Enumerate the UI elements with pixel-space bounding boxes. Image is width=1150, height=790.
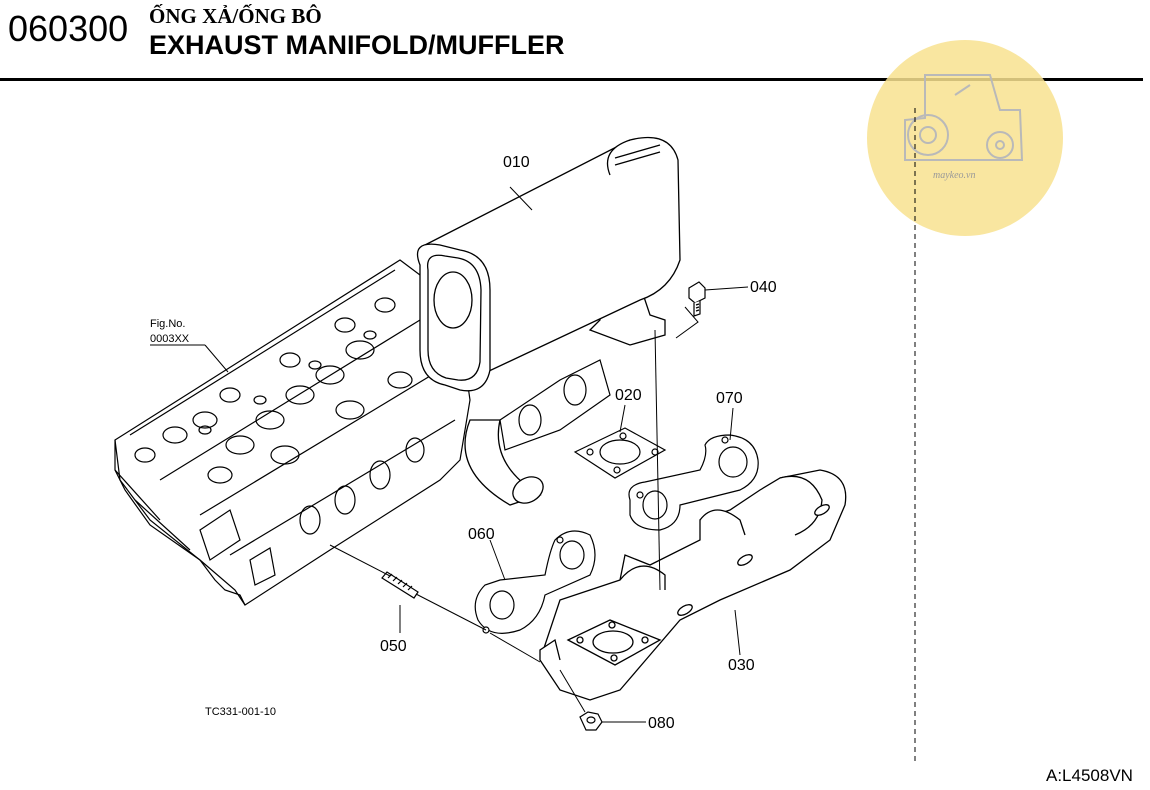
manifold-030-drawing (539, 469, 847, 701)
callout-070: 070 (716, 390, 743, 407)
stud-050-drawing (381, 571, 419, 599)
bolt-040-drawing (688, 281, 706, 317)
title-vietnamese: ỐNG XẢ/ỐNG BÔ (149, 4, 322, 28)
gasket-020-drawing (573, 427, 667, 479)
watermark-logo: maykeo.vn (867, 40, 1063, 236)
callout-040: 040 (750, 279, 777, 296)
callout-060: 060 (468, 526, 495, 543)
callout-010: 010 (503, 154, 530, 171)
gasket-060-drawing (474, 530, 596, 634)
callout-020: 020 (615, 387, 642, 404)
header-rule (0, 78, 1143, 81)
drawing-code: TC331-001-10 (205, 706, 276, 718)
leader-lines (150, 186, 749, 723)
title-english: EXHAUST MANIFOLD/MUFFLER (149, 30, 565, 60)
watermark-text: maykeo.vn (933, 170, 975, 181)
fig-no-value: 0003XX (150, 333, 190, 345)
nut-080-drawing (579, 711, 603, 731)
muffler-drawing (416, 136, 681, 506)
callout-080: 080 (648, 715, 675, 732)
section-code: 060300 (8, 8, 129, 49)
gasket-070-drawing (628, 434, 759, 531)
cylinder-head-drawing (114, 259, 471, 606)
head-exhaust-ports (499, 359, 611, 451)
callout-030: 030 (728, 657, 755, 674)
reference-code: A:L4508VN (1046, 766, 1133, 785)
fig-no-label: Fig.No. (150, 318, 185, 330)
callout-050: 050 (380, 638, 407, 655)
